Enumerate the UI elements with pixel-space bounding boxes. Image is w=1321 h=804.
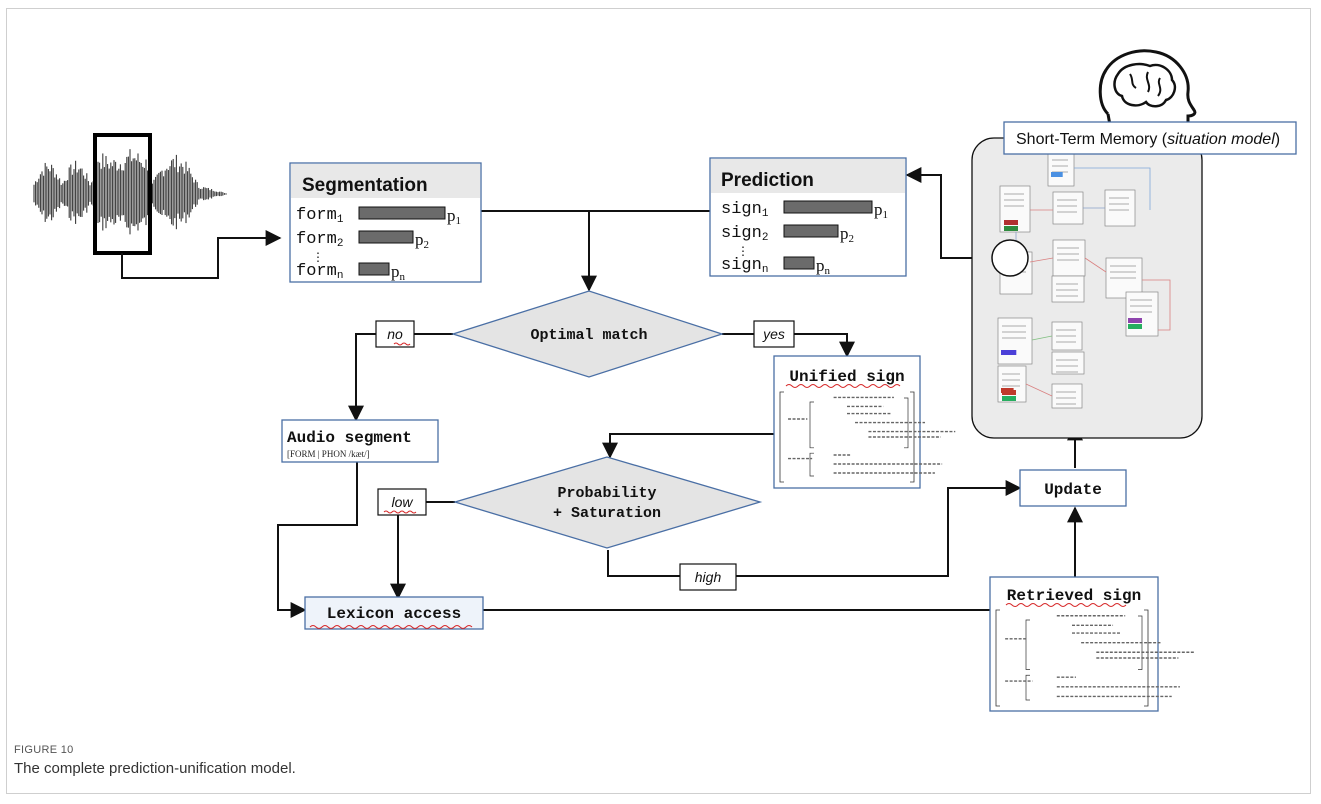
probability-value: p1 <box>874 200 888 221</box>
audio-waveform <box>33 149 227 235</box>
lexicon-access-label: Lexicon access <box>327 605 461 623</box>
edge-label-high: high <box>679 563 737 591</box>
probability-value: p1 <box>447 206 461 227</box>
memory-node <box>999 185 1031 233</box>
memory-node <box>1052 191 1084 225</box>
probability-bar <box>783 256 815 270</box>
prediction-box: Prediction sign1 p1 sign2 p2 signn pn ⋮ <box>709 157 907 277</box>
unified-sign-title: Unified sign <box>789 368 904 386</box>
probability-bar <box>358 262 390 276</box>
optimal-match-decision: Optimal match <box>450 290 725 378</box>
audio-segment-box: Audio segment [FORM | PHON /kæt/] <box>281 419 439 463</box>
row-label: form1 <box>296 206 344 226</box>
unified-sign-feature-structure <box>779 391 956 483</box>
probability-label: Probability <box>557 485 656 502</box>
edge-label-no: no <box>375 320 415 348</box>
retrieved-sign-box: Retrieved sign <box>989 576 1195 712</box>
saturation-label: + Saturation <box>553 505 661 522</box>
retrieved-sign-feature-structure <box>995 609 1195 707</box>
memory-node <box>1051 351 1085 375</box>
probability-value: p2 <box>415 230 429 251</box>
segmentation-box: Segmentation form1 p1 form2 p2 formn pn ⋮ <box>289 162 482 283</box>
row-label: signn <box>721 256 768 276</box>
audio-segment-avm: [FORM | PHON /kæt/] <box>287 449 370 459</box>
memory-node <box>1051 275 1085 303</box>
update-box: Update <box>1019 469 1127 507</box>
segmentation-rows: form1 p1 form2 p2 formn pn ⋮ <box>296 206 461 283</box>
optimal-match-label: Optimal match <box>530 327 647 344</box>
svg-text:low: low <box>391 494 413 510</box>
retrieved-sign-title: Retrieved sign <box>1007 587 1141 605</box>
row-label: sign2 <box>721 224 768 244</box>
row-label: sign1 <box>721 200 769 220</box>
row-label: form2 <box>296 230 343 250</box>
row-label: formn <box>296 262 343 282</box>
probability-bar <box>358 230 414 244</box>
svg-text:high: high <box>695 569 722 585</box>
row-ellipsis: ⋮ <box>312 250 324 264</box>
situation-model-network <box>997 151 1171 409</box>
segmentation-title: Segmentation <box>302 175 428 196</box>
row-ellipsis: ⋮ <box>737 244 749 258</box>
connectors <box>121 167 1083 618</box>
short-term-memory-panel: Short-Term Memory (situation model) <box>971 121 1297 439</box>
probability-bar <box>783 200 873 214</box>
probability-saturation-decision: Probability + Saturation <box>452 456 763 549</box>
memory-focus-circle <box>991 239 1029 277</box>
update-label: Update <box>1044 481 1102 499</box>
svg-text:no: no <box>387 326 403 342</box>
audio-segment-title: Audio segment <box>287 429 412 447</box>
memory-node <box>1125 291 1159 337</box>
memory-title: Short-Term Memory (situation model) <box>1016 131 1280 148</box>
prediction-rows: sign1 p1 sign2 p2 signn pn ⋮ <box>721 200 888 277</box>
memory-node <box>997 317 1033 365</box>
figure-label: FIGURE 10 <box>14 744 74 756</box>
memory-node <box>1052 239 1086 277</box>
probability-value: pn <box>391 262 406 283</box>
probability-value: p2 <box>840 224 854 245</box>
unified-sign-box: Unified sign <box>773 355 956 489</box>
probability-bar <box>358 206 446 220</box>
memory-node <box>1047 151 1075 187</box>
spellcheck-underlines <box>309 342 1127 629</box>
lexicon-access-box: Lexicon access <box>304 596 484 630</box>
probability-value: pn <box>816 256 831 277</box>
memory-node <box>1104 189 1136 227</box>
edge-label-yes: yes <box>753 320 795 348</box>
svg-text:yes: yes <box>762 326 785 342</box>
figure-frame <box>6 8 1311 794</box>
prediction-title: Prediction <box>721 170 814 191</box>
probability-bar <box>783 224 839 238</box>
figure-caption: The complete prediction-unification mode… <box>14 760 296 777</box>
